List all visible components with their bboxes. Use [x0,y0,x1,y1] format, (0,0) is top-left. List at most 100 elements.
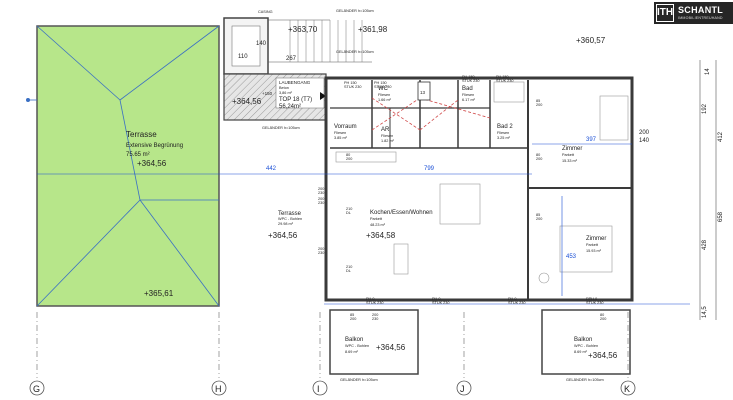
wc-name: WC [378,86,389,92]
axis-j: J [460,384,465,394]
axis-i: I [317,384,320,394]
kochen-name: Kochen/Essen/Wohnen [370,210,433,216]
furniture [335,81,629,284]
zimmer1-area: 15.33 m² [562,159,578,163]
apartment-walls [324,76,634,302]
brand-mark: ITH [656,4,674,22]
dim-right-14: 14 [705,68,711,75]
kochen-level: +364,58 [366,231,396,240]
dimension-lines [37,143,690,305]
vorraum-name: Vorraum [334,124,357,130]
balconies: Balkon WPC - Bohlen 8.69 m² +364,56 Balk… [329,309,631,382]
sill-140: 140 [639,138,650,144]
dim-stair-110: 110 [238,54,248,60]
dim-799: 799 [424,166,435,172]
dim-right-428: 428 [702,239,708,250]
casing-label: CASING [258,10,273,14]
railing-bottom-label: GELÄNDER h=105cm [340,378,378,382]
bad-name: Bad [462,86,473,92]
dimension-labels: 442 799 397 453 200 140 [266,130,650,260]
small-level: +150 [262,91,273,96]
brand-name: SCHANTL [678,5,724,15]
railing-left-label: GELÄNDER h=105cm [262,126,300,130]
bad2-area: 3.25 m² [497,136,511,140]
dim-right-658: 658 [718,211,724,222]
terrace-small-name: Terrasse [278,211,302,217]
bad2-sub: Fliesen [497,131,509,135]
terrace-small-level: +364,56 [268,231,298,240]
axis-markers [29,380,636,396]
vorraum-sub: Fliesen [334,131,346,135]
railing-top-label: GELÄNDER h=105cm [336,9,374,13]
bad-area: 6.17 m² [462,98,476,102]
unit-area: 56,24m² [279,104,301,110]
shaft-number: 13 [420,90,426,95]
railing-mid-label: GELÄNDER h=105cm [336,50,374,54]
ar-sub: Fliesen [381,134,393,138]
balkon1-sub: WPC - Bohlen [345,344,369,348]
terrace-small-area: 29.98 m² [278,222,294,226]
brand-sub: IMMOBILIENTREUHAND [678,16,723,20]
zimmer1-name: Zimmer [562,146,582,152]
balkon1-name: Balkon [345,337,363,343]
corridor-level: +364,56 [232,97,262,106]
room-labels: WC Fliesen 1.66 m² Bad Fliesen 6.17 m² B… [268,36,606,253]
balkon2-level: +364,56 [588,351,618,360]
axis-g: G [33,384,40,394]
terrace-green: Terrasse Extensive Begrünung 75.65 m² +3… [26,25,220,307]
dim-442: 442 [266,166,277,172]
bad-sub: Fliesen [462,93,474,97]
level-361: +361,98 [358,25,388,34]
wc-area: 1.66 m² [378,98,392,102]
dim-right-145: 14,5 [702,306,708,318]
dim-397: 397 [586,137,597,143]
balkon1-area: 8.69 m² [345,350,359,354]
kochen-sub: Parkett [370,217,383,221]
balkon2-area: 8.69 m² [574,350,588,354]
zimmer2-area: 15.93 m² [586,249,602,253]
axis-h: H [215,384,222,394]
sill-200: 200 [639,130,650,136]
dim-453: 453 [566,254,577,260]
ar-name: AR [381,127,390,133]
installation-lines [371,97,491,131]
corridor-label: LAUBENGANG [279,80,311,85]
level-363: +363,70 [288,25,318,34]
level-360: +360,57 [576,36,606,45]
terrace-small-sub: WPC - Bohlen [278,217,302,221]
dim-stair-140: 140 [256,41,267,47]
zimmer2-name: Zimmer [586,236,606,242]
right-dimension-chain: 14 192 412 658 428 14,5 [699,60,724,320]
kochen-area: 48.23 m² [370,223,386,227]
balkon1-level: +364,56 [376,343,406,352]
brand-logo: ITH SCHANTL IMMOBILIENTREUHAND [654,2,733,24]
zimmer2-sub: Parkett [586,243,599,247]
bad2-name: Bad 2 [497,124,513,130]
balkon2-sub: WPC - Bohlen [574,344,598,348]
zimmer1-sub: Parkett [562,153,575,157]
wc-sub: Fliesen [378,93,390,97]
terrace-big-sub: Extensive Begrünung [126,143,183,149]
terrace-big-level: +364,56 [137,159,167,168]
corridor-area: 3,86 m² [279,91,293,95]
ar-area: 1.82 m² [381,139,395,143]
